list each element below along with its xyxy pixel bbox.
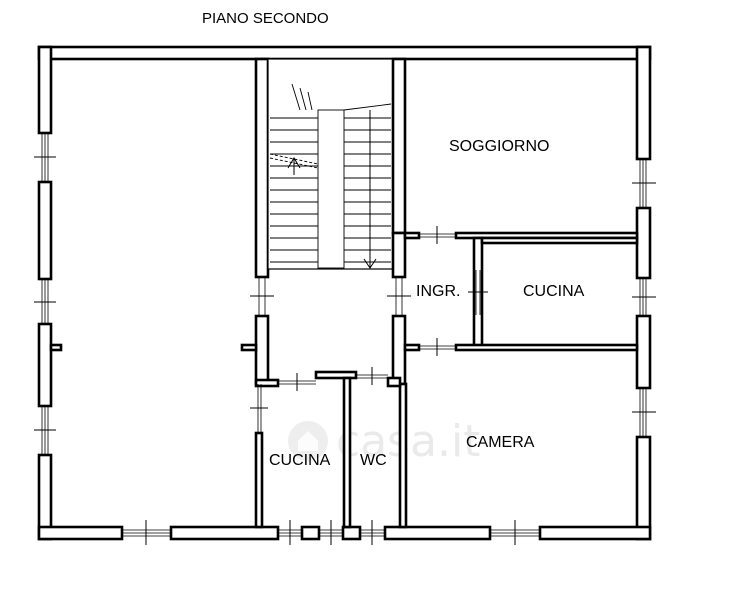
door-soggiorno (419, 226, 456, 244)
wall-ingresso-bottom-left (403, 343, 421, 352)
wall-bottom-3 (300, 525, 321, 541)
wall-right-4 (635, 435, 652, 541)
window-bottom-4 (360, 520, 385, 545)
wall-bottom-2 (169, 525, 280, 541)
room-label-soggiorno: SOGGIORNO (449, 138, 549, 155)
window-bottom-1 (122, 520, 171, 545)
room-label-cucina-left: CUCINA (269, 452, 331, 469)
window-left-2 (34, 279, 56, 324)
stair-well (317, 109, 345, 269)
wall-left-3 (37, 322, 53, 408)
wall-left-1 (37, 45, 53, 135)
window-left-1 (34, 133, 56, 182)
door-large-room-lower (250, 384, 268, 433)
window-bottom-2 (278, 520, 302, 545)
wall-right-2 (635, 206, 652, 280)
stair-down-arrow (363, 258, 377, 269)
stair-winder-1 (299, 87, 307, 111)
wall-cucina-right-bottom (454, 343, 639, 352)
window-right-2 (632, 278, 656, 316)
wall-large-room-right-upper (254, 57, 270, 279)
room-label-ingresso: INGR. (416, 283, 460, 300)
watermark-text: casa.it (336, 416, 481, 467)
window-right-3 (632, 388, 656, 437)
wall-top (37, 45, 652, 61)
wall-kitchen-wc-divider (342, 376, 352, 529)
room-label-wc: WC (360, 452, 387, 469)
door-openings (250, 226, 488, 433)
wall-kitchen-top-left (254, 378, 280, 388)
door-cucina-right (468, 270, 488, 315)
wall-large-room-right-mid (254, 314, 270, 386)
wall-ingresso-left-upper (391, 231, 407, 279)
wall-right-1 (635, 45, 652, 161)
wall-stub-left (240, 343, 258, 352)
wall-stub-far-left (49, 343, 63, 352)
wall-wc-top-right (386, 376, 402, 388)
wall-cucina-right-top (480, 236, 639, 245)
wall-right-3 (635, 314, 652, 390)
plan-title: PIANO SECONDO (202, 10, 329, 27)
stair-cut-line-2 (269, 157, 319, 169)
wall-camera-left (398, 382, 408, 529)
wall-bottom-4 (341, 525, 362, 541)
door-ingresso (387, 277, 411, 316)
room-label-cucina-right: CUCINA (523, 283, 585, 300)
wall-bottom-6 (538, 525, 652, 541)
window-left-3 (34, 406, 56, 455)
door-large-room (250, 277, 274, 316)
door-wc (356, 367, 388, 385)
stair-winder-0 (291, 83, 301, 111)
window-right-1 (632, 159, 656, 208)
room-label-camera: CAMERA (466, 434, 535, 451)
labels: PIANO SECONDO SOGGIORNO INGR. CUCINA CAM… (202, 10, 585, 469)
wall-soggiorno-bottom-1 (403, 231, 421, 240)
window-bottom-5 (490, 520, 540, 545)
outer-walls (37, 45, 652, 541)
stair-core (267, 58, 394, 270)
wall-bottom-5 (383, 525, 492, 541)
window-bottom-3 (319, 520, 343, 545)
door-kitchen (278, 373, 316, 391)
stair-cut-line-1 (269, 153, 319, 165)
wall-ingresso-left-lower (391, 314, 407, 386)
wall-large-room-right-lower (254, 431, 264, 529)
door-camera (419, 338, 456, 356)
wall-bottom-1 (37, 525, 124, 541)
stair-winder-2 (307, 91, 313, 111)
windows (34, 133, 656, 545)
staircase (269, 83, 392, 269)
wall-soggiorno-left (391, 57, 407, 235)
stair-up-arrow (287, 157, 301, 169)
wall-left-2 (37, 180, 53, 281)
watermark: casa.it (288, 416, 481, 467)
stair-landing-edge (343, 103, 392, 111)
